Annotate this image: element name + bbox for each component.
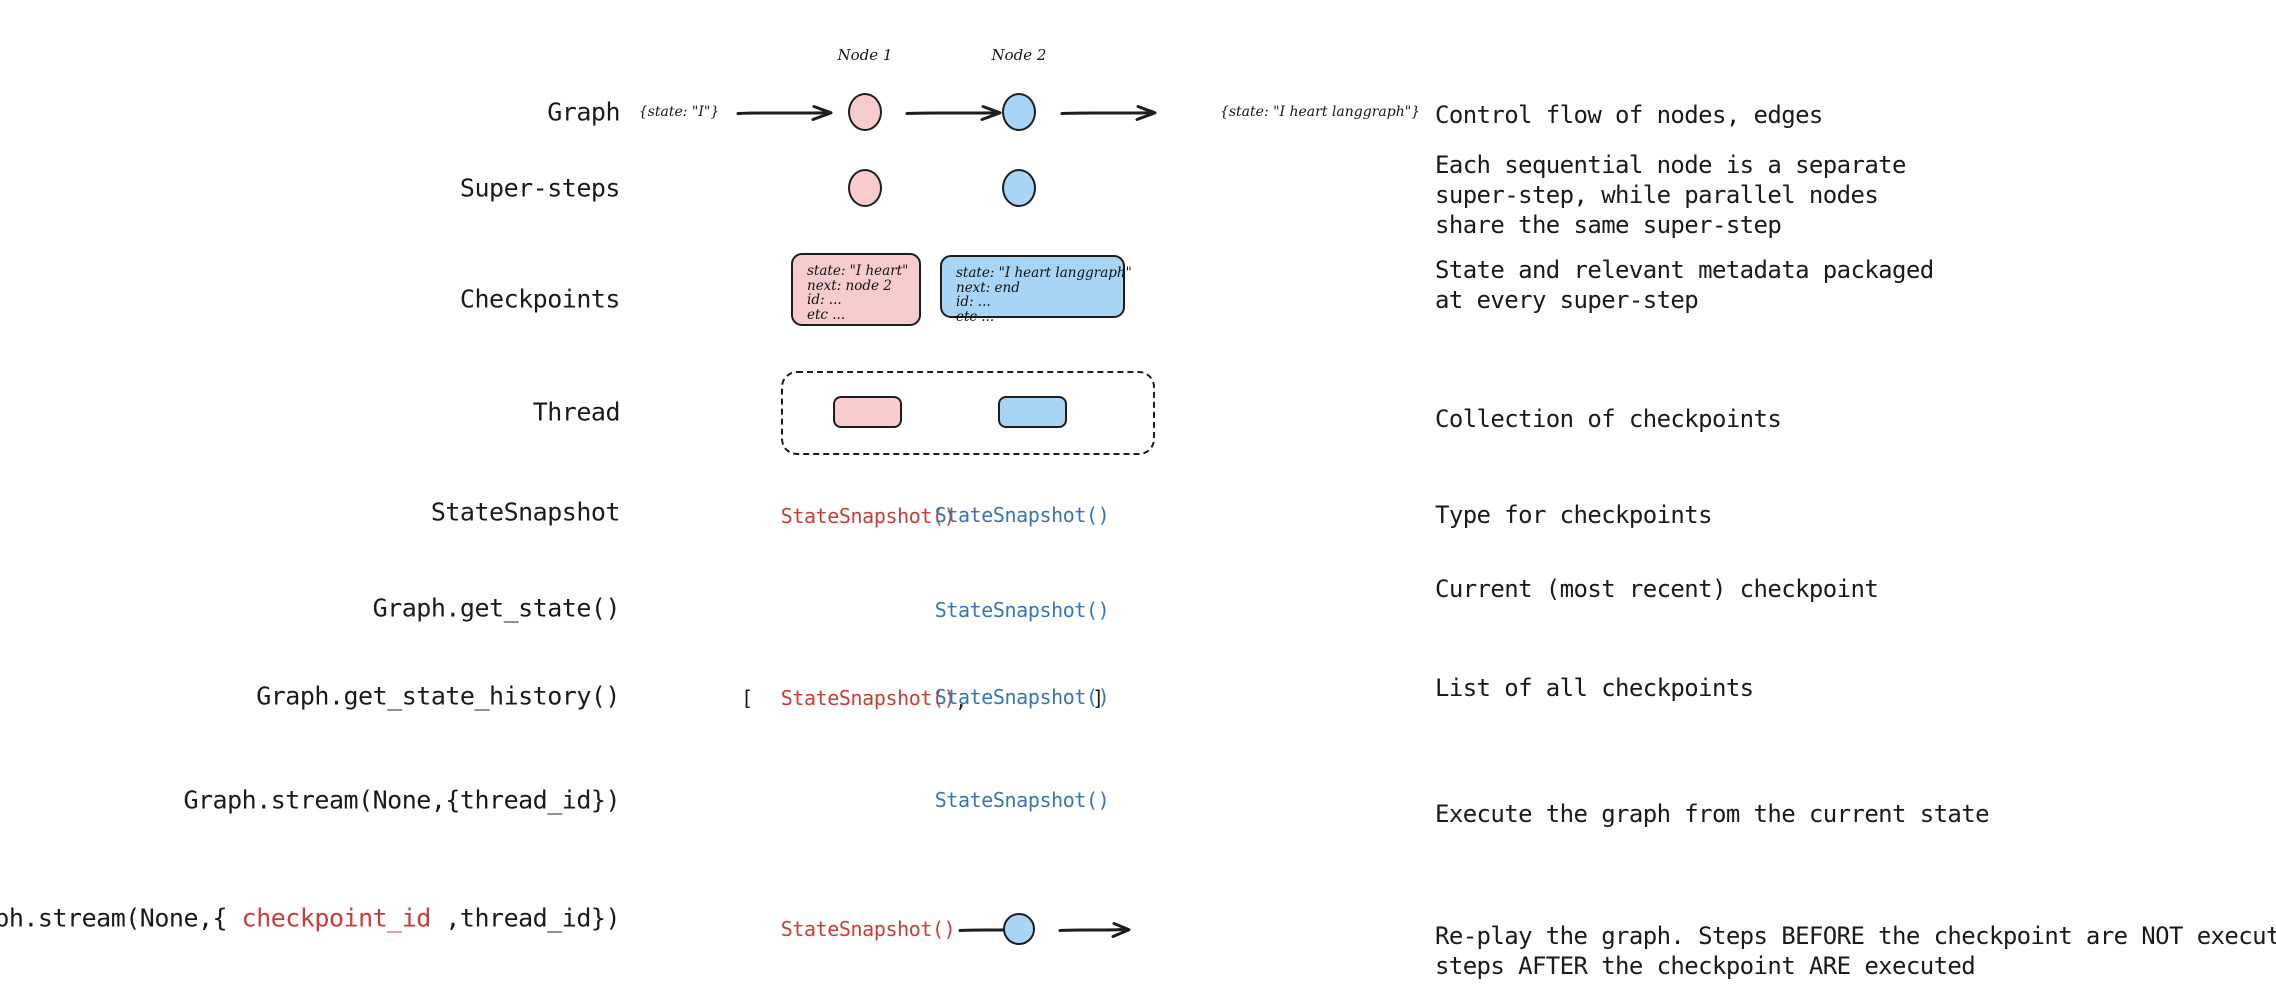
desc-statesnapshot: Type for checkpoints — [1435, 501, 1713, 529]
diagram-column: {state: "I"} Node 1 Node 2 {state: "I he… — [620, 0, 1435, 986]
output-state-text: {state: "I heart langgraph"} — [1219, 104, 1421, 120]
desc-checkpoints: State and relevant metadata packaged at … — [1435, 256, 1934, 314]
edge-arrow-2 — [905, 105, 1002, 121]
row-label-stream-thread: Graph.stream(None,{thread_id}) — [183, 785, 620, 815]
replay-arrow-2 — [1058, 922, 1131, 938]
bracket-open-token: [ — [741, 686, 753, 710]
row-label-column: Graph Super-steps Checkpoints Thread Sta… — [0, 0, 621, 986]
history-token-pink: StateSnapshot() — [780, 686, 956, 710]
stream-result-token: StateSnapshot() — [934, 788, 1110, 812]
edge-arrow-3 — [1060, 105, 1157, 121]
node-2-caption: Node 2 — [991, 46, 1047, 64]
get-state-result-token: StateSnapshot() — [934, 598, 1110, 622]
node-2-graph — [1002, 93, 1036, 131]
desc-get-state: Current (most recent) checkpoint — [1435, 575, 1879, 603]
desc-get-state-history: List of all checkpoints — [1435, 674, 1754, 702]
statesnapshot-token-blue: StateSnapshot() — [934, 503, 1110, 527]
row-label-super-steps: Super-steps — [459, 173, 621, 203]
thread-checkpoint-pink — [833, 396, 902, 428]
checkpoint-id-token: checkpoint_id — [241, 903, 432, 933]
thread-group-boundary — [781, 371, 1155, 455]
thread-checkpoint-blue — [998, 396, 1067, 428]
statesnapshot-token-pink: StateSnapshot() — [780, 504, 956, 528]
replay-node-2 — [1003, 913, 1035, 945]
row-label-checkpoints: Checkpoints — [459, 284, 621, 314]
row-label-get-state-history: Graph.get_state_history() — [256, 681, 620, 711]
replay-snapshot-token: StateSnapshot() — [780, 917, 956, 941]
node-1-caption: Node 1 — [837, 46, 893, 64]
bracket-close-token: ] — [1092, 686, 1104, 710]
comma-token: , — [955, 688, 967, 712]
node-2-superstep — [1002, 169, 1036, 207]
desc-graph: Control flow of nodes, edges — [1435, 101, 1823, 129]
desc-thread: Collection of checkpoints — [1435, 405, 1782, 433]
row-label-thread: Thread — [532, 397, 621, 427]
stream-suffix: ,thread_id}) — [430, 903, 620, 933]
desc-super-steps: Each sequential node is a separate super… — [1435, 151, 1906, 239]
row-label-statesnapshot: StateSnapshot — [430, 497, 621, 527]
history-token-blue: StateSnapshot() — [934, 685, 1110, 709]
row-label-graph: Graph — [547, 97, 620, 127]
checkpoint-box-pink: state: "I heart" next: node 2 id: ... et… — [791, 253, 921, 326]
checkpoint-box-blue: state: "I heart langgraph" next: end id:… — [940, 255, 1132, 324]
node-1-graph — [848, 93, 882, 131]
edge-arrow-1 — [736, 105, 833, 121]
description-column: Control flow of nodes, edges Each sequen… — [1435, 0, 2276, 986]
row-label-get-state: Graph.get_state() — [372, 593, 621, 623]
desc-stream-thread: Execute the graph from the current state — [1435, 800, 1990, 828]
node-1-superstep — [848, 169, 882, 207]
stream-prefix: Graph.stream(None,{ — [0, 903, 228, 933]
input-state-text: {state: "I"} — [638, 104, 720, 120]
row-label-stream-checkpoint: Graph.stream(None,{ checkpoint_id ,threa… — [0, 903, 621, 933]
desc-stream-checkpoint: Re-play the graph. Steps BEFORE the chec… — [1435, 922, 2276, 980]
